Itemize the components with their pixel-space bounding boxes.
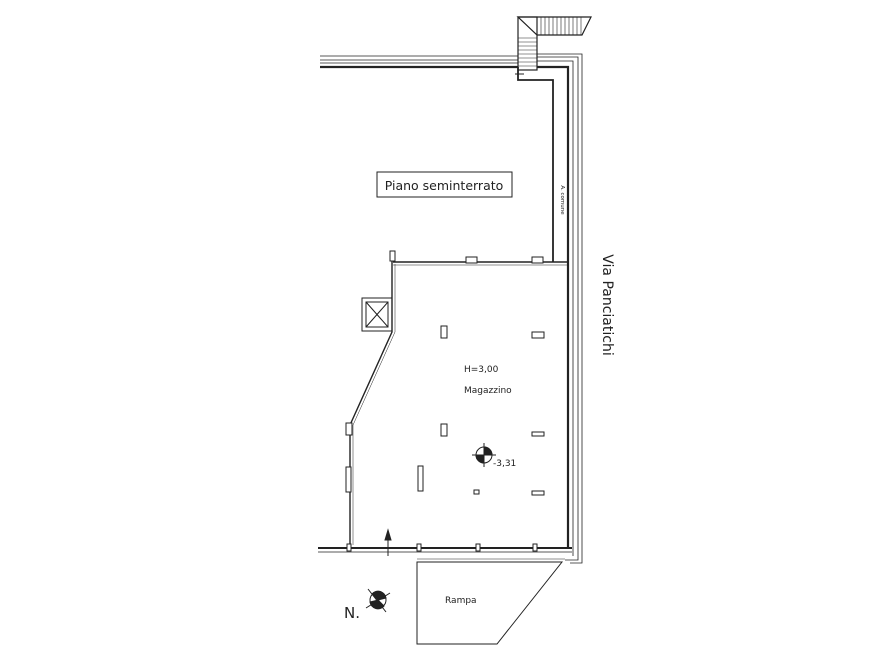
north-label: N. bbox=[344, 604, 360, 622]
staircase bbox=[516, 16, 592, 71]
room-height-label: H=3,00 bbox=[464, 365, 499, 375]
level-marker-icon bbox=[472, 443, 496, 467]
storage-room-walls bbox=[318, 256, 572, 553]
ramp bbox=[416, 558, 565, 645]
elevator-shaft bbox=[361, 297, 393, 332]
floor-label-frame bbox=[376, 171, 513, 198]
common-area-label: A. comune bbox=[559, 185, 565, 215]
ramp-label: Rampa bbox=[445, 596, 477, 606]
top-wall bbox=[320, 55, 518, 69]
corridor-wall bbox=[517, 67, 554, 262]
room-name-label: Magazzino bbox=[464, 386, 512, 396]
entrance-arrow-icon bbox=[384, 528, 392, 556]
level-label: -3,31 bbox=[493, 459, 516, 469]
right-wall bbox=[537, 53, 583, 564]
floor-label: Piano seminterrato bbox=[385, 178, 504, 193]
street-label: Via Panciatichi bbox=[599, 254, 615, 355]
north-compass-icon bbox=[365, 588, 391, 613]
columns bbox=[345, 250, 545, 552]
